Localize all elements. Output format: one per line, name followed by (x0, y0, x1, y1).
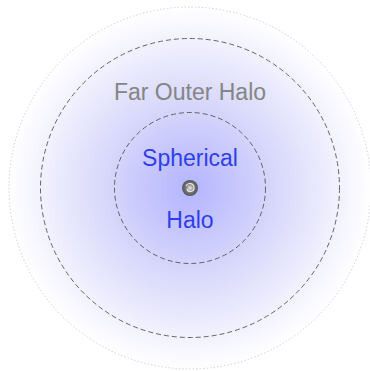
region-label: Far Outer Halo (60, 78, 320, 106)
galaxy-icon (182, 180, 198, 196)
spherical-halo-circle: Spherical Halo (114, 112, 266, 264)
outer-halo-boundary (9, 7, 370, 369)
far-outer-halo-circle: Far Outer HaloSpherical Halo (40, 38, 340, 338)
dashed-circle (114, 112, 266, 264)
region-label: Spherical Halo (130, 127, 250, 251)
